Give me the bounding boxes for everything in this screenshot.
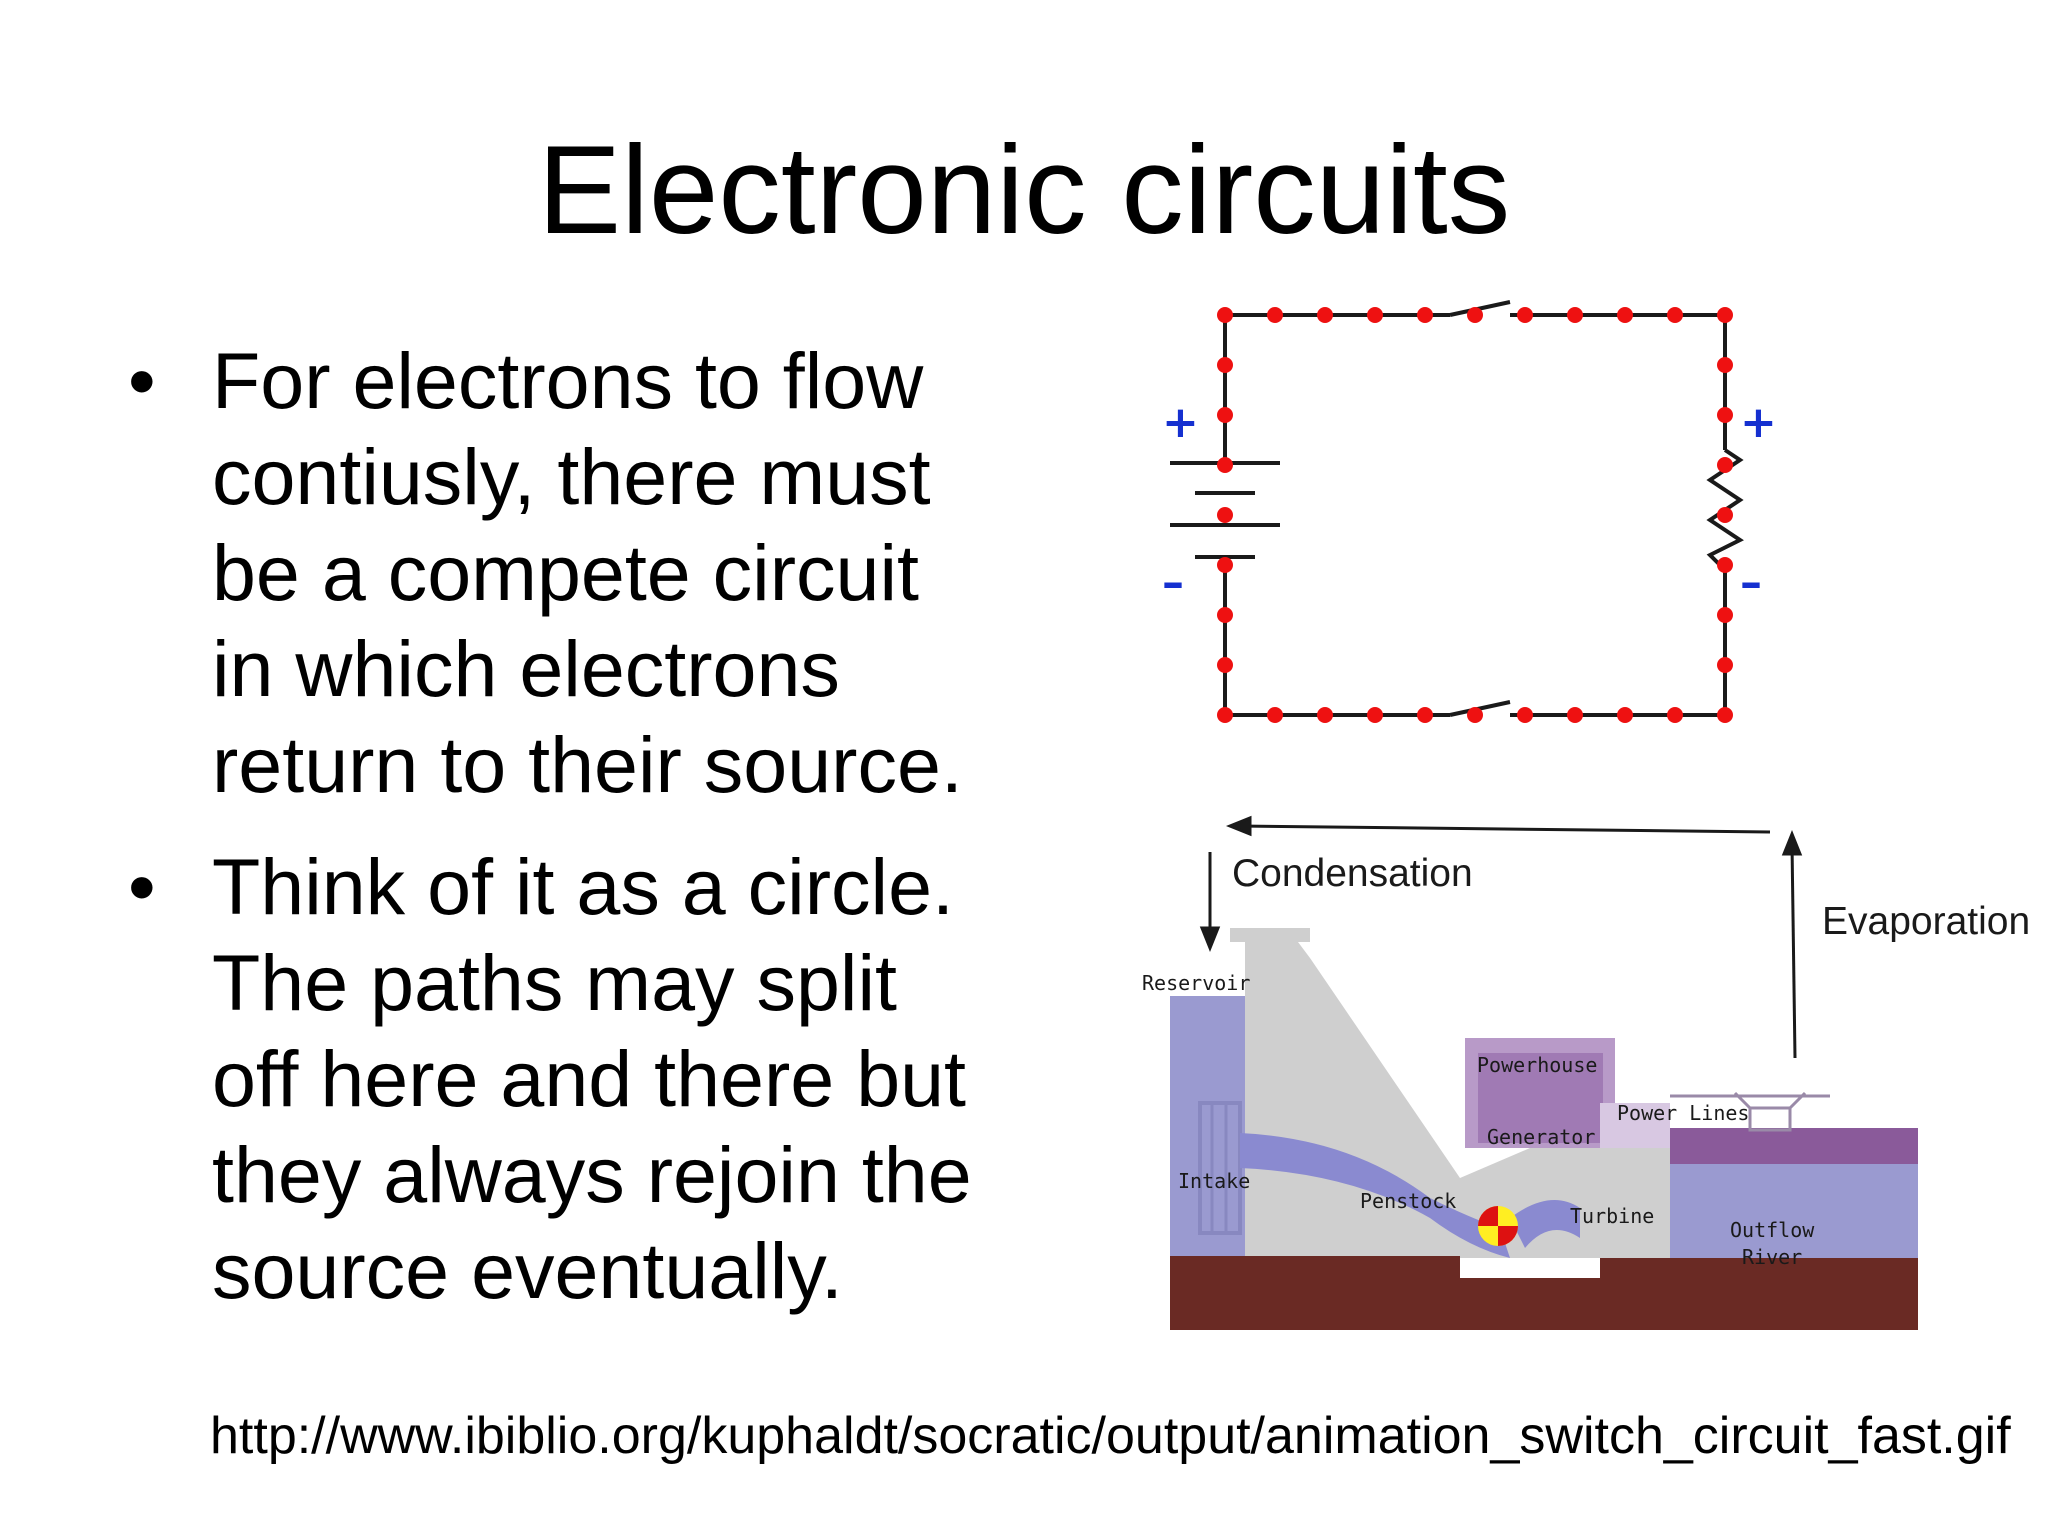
circuit-diagram: + – + – <box>1162 300 1777 723</box>
bullet-list: • For electrons to flow contiusly, there… <box>128 333 1008 1345</box>
electron-dot <box>1417 707 1433 723</box>
battery-minus-sign: – <box>1162 557 1184 608</box>
electron-dot <box>1267 307 1283 323</box>
battery-plus-sign: + <box>1162 397 1199 448</box>
electron-dot <box>1367 707 1383 723</box>
electron-dot <box>1267 707 1283 723</box>
electron-dot <box>1717 707 1733 723</box>
switch-bottom <box>1449 700 1511 717</box>
cycle-arrow-top <box>1237 824 1771 834</box>
electron-dot <box>1567 307 1583 323</box>
electron-dot <box>1367 307 1383 323</box>
bullet-item: • Think of it as a circle. The paths may… <box>128 839 1008 1319</box>
electron-dot <box>1667 307 1683 323</box>
electron-dot <box>1217 457 1233 473</box>
electron-dot <box>1417 307 1433 323</box>
electron-dot <box>1717 607 1733 623</box>
electron-dot <box>1467 707 1483 723</box>
bullet-line: For electrons to flow <box>212 336 924 425</box>
arrow-head-up-icon <box>1781 829 1803 856</box>
electron-dot <box>1217 507 1233 523</box>
resistor-minus-sign: – <box>1740 557 1762 608</box>
bullet-marker: • <box>128 336 156 425</box>
electron-dot <box>1717 307 1733 323</box>
bullet-line: in which electrons <box>212 624 840 713</box>
electron-dot <box>1667 707 1683 723</box>
dam-illustration: Reservoir Powerhouse Power Lines Generat… <box>1142 928 1918 1330</box>
electron-dot <box>1517 707 1533 723</box>
arrow-head-down-icon <box>1199 926 1221 953</box>
electron-dot <box>1717 557 1733 573</box>
electron-dot <box>1217 357 1233 373</box>
electron-dot <box>1567 707 1583 723</box>
electron-dot <box>1467 307 1483 323</box>
power-lines-label: Power Lines <box>1617 1101 1749 1125</box>
electron-dot <box>1517 307 1533 323</box>
cycle-arrow-up <box>1790 843 1797 1059</box>
bullet-line: The paths may split <box>212 938 897 1027</box>
power-tower-icon <box>1670 1091 1830 1132</box>
bullet-item: • For electrons to flow contiusly, there… <box>128 333 1008 813</box>
bullet-marker: • <box>128 842 156 931</box>
bullet-line: source eventually. <box>212 1226 843 1315</box>
electron-dot <box>1617 707 1633 723</box>
intake-label: Intake <box>1178 1169 1250 1193</box>
slide-title: Electronic circuits <box>537 121 1511 260</box>
turbine-label: Turbine <box>1570 1204 1654 1228</box>
switch-top <box>1449 300 1511 317</box>
electron-dot <box>1617 307 1633 323</box>
electron-dot <box>1217 707 1233 723</box>
electron-dot <box>1317 707 1333 723</box>
electron-dot <box>1217 607 1233 623</box>
arrow-head-left-icon <box>1225 815 1252 837</box>
condensation-label: Condensation <box>1232 852 1473 895</box>
source-url: http://www.ibiblio.org/kuphaldt/socratic… <box>210 1407 2011 1465</box>
hydro-dam-diagram: Condensation Evaporation <box>1142 815 2030 1330</box>
bullet-line: off here and there but <box>212 1034 967 1123</box>
resistor-plus-sign: + <box>1740 397 1777 448</box>
outflow-label: Outflow <box>1730 1218 1815 1242</box>
electron-dot <box>1717 357 1733 373</box>
electron-dot <box>1717 407 1733 423</box>
powerhouse-label: Powerhouse <box>1477 1053 1597 1077</box>
river-label: River <box>1742 1245 1802 1269</box>
electron-dot <box>1717 507 1733 523</box>
electron-dot <box>1217 307 1233 323</box>
electron-dot <box>1217 407 1233 423</box>
electron-dot <box>1217 557 1233 573</box>
bullet-line: contiusly, there must <box>212 432 931 521</box>
penstock-label: Penstock <box>1360 1189 1456 1213</box>
electron-dot <box>1217 657 1233 673</box>
electron-dot <box>1717 657 1733 673</box>
electron-dot <box>1717 457 1733 473</box>
reservoir-label: Reservoir <box>1142 971 1250 995</box>
bullet-line: return to their source. <box>212 720 963 809</box>
generator-label: Generator <box>1487 1125 1595 1149</box>
bullet-line: Think of it as a circle. <box>212 842 954 931</box>
electron-dot <box>1317 307 1333 323</box>
bullet-line: they always rejoin the <box>212 1130 972 1219</box>
evaporation-label: Evaporation <box>1822 900 2030 943</box>
bullet-line: be a compete circuit <box>212 528 919 617</box>
